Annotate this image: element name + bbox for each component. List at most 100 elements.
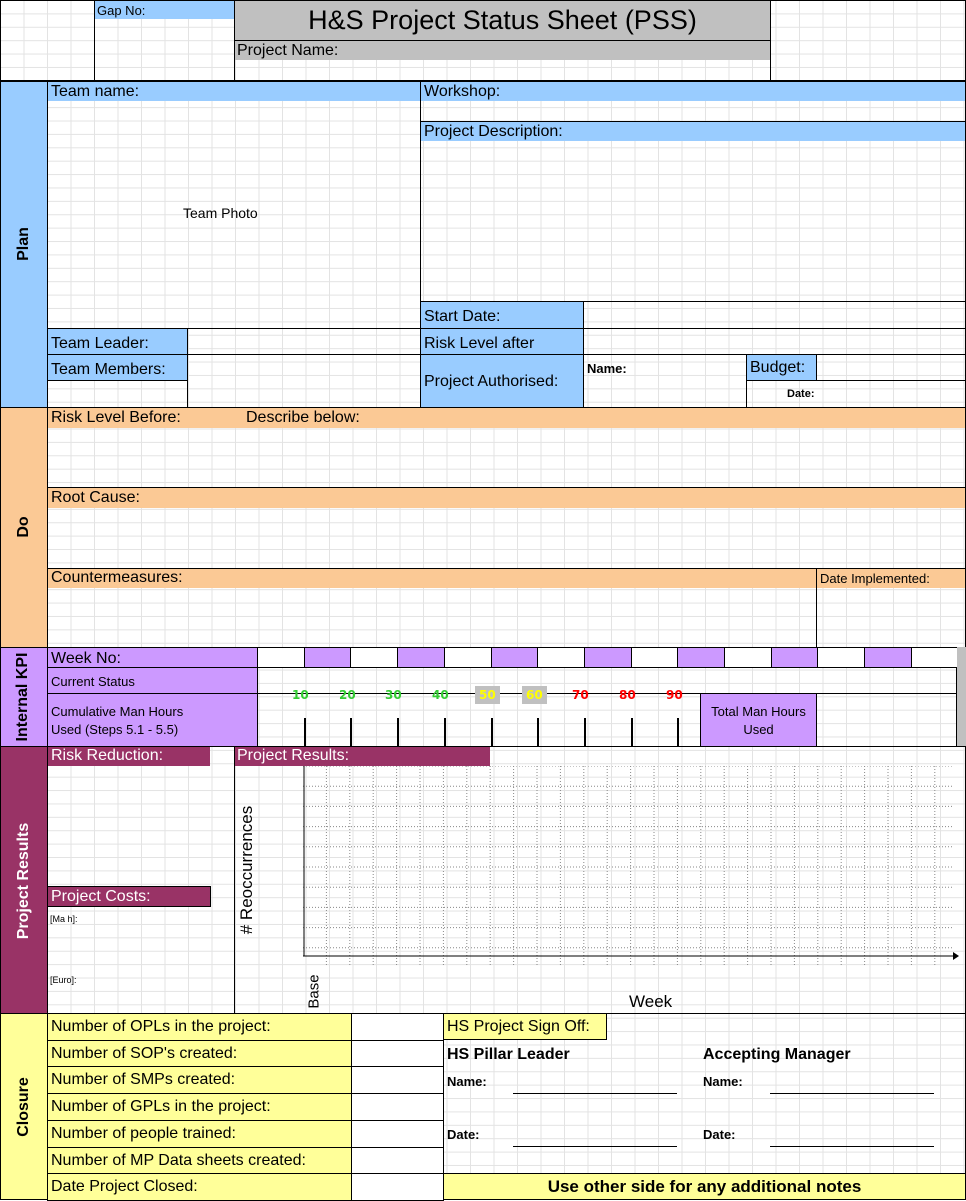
cumulative-label-line2: Used (Steps 5.1 - 5.5) bbox=[51, 722, 179, 737]
x-axis-arrow-icon bbox=[953, 952, 959, 960]
gap-no-label: Gap No: bbox=[97, 3, 146, 18]
progress-marker-tick bbox=[397, 718, 399, 746]
sign-off-label-box bbox=[443, 1013, 607, 1040]
closure-row-value-field[interactable] bbox=[351, 1066, 444, 1094]
total-man-hours-line2: Used bbox=[743, 722, 774, 737]
progress-marker: 10 bbox=[292, 688, 309, 702]
closure-row-label-box bbox=[47, 1066, 352, 1094]
progress-marker: 40 bbox=[432, 688, 449, 702]
describe-below-label: Describe below: bbox=[246, 409, 360, 426]
pillar-leader-label: HS Pillar Leader bbox=[447, 1046, 570, 1063]
project-results-label-fill bbox=[235, 747, 490, 766]
kpi-section-label: Internal KPI bbox=[14, 652, 31, 742]
results-section-band bbox=[0, 746, 48, 1014]
progress-marker-tick bbox=[444, 718, 446, 746]
pillar-leader-name-line[interactable] bbox=[513, 1093, 677, 1094]
progress-marker-tick bbox=[491, 718, 493, 746]
week-no-cell[interactable] bbox=[444, 647, 492, 668]
team-leader-field[interactable] bbox=[187, 328, 421, 355]
closure-row-label: Number of people trained: bbox=[51, 1125, 236, 1142]
risk-reduction-area[interactable] bbox=[47, 746, 235, 1014]
closure-row-value-field[interactable] bbox=[351, 1013, 444, 1041]
closure-row-value-field[interactable] bbox=[351, 1093, 444, 1121]
week-no-cell[interactable] bbox=[677, 647, 725, 668]
total-man-hours-label-box bbox=[700, 693, 817, 747]
closure-row-label-box bbox=[47, 1147, 352, 1175]
gap-no-label-fill bbox=[95, 1, 234, 19]
project-name-label-fill bbox=[235, 41, 770, 60]
authorised-date-label: Date: bbox=[787, 388, 815, 400]
project-name-label: Project Name: bbox=[237, 42, 339, 59]
risk-level-before-label-fill bbox=[48, 408, 965, 428]
kpi-scroll-strip bbox=[957, 647, 966, 747]
week-no-cell[interactable] bbox=[304, 647, 352, 668]
countermeasures-label-fill bbox=[48, 569, 816, 588]
closure-row-value-field[interactable] bbox=[351, 1120, 444, 1148]
page-title: H&S Project Status Sheet (PSS) bbox=[308, 5, 697, 35]
kpi-section-band: Internal KPI bbox=[0, 647, 48, 747]
date-implemented-label-fill bbox=[817, 569, 965, 588]
y-axis-label: # Reoccurrences bbox=[237, 805, 256, 935]
progress-marker: 50 bbox=[475, 686, 500, 704]
pillar-leader-date-line[interactable] bbox=[513, 1146, 677, 1147]
week-cells-row bbox=[257, 647, 959, 668]
accepting-manager-name-label: Name: bbox=[703, 1074, 743, 1089]
x-axis-label: Week bbox=[629, 992, 673, 1011]
budget-field[interactable] bbox=[816, 354, 966, 381]
closure-row-value-field[interactable] bbox=[351, 1173, 444, 1201]
project-authorised-label: Project Authorised: bbox=[424, 373, 559, 390]
date-implemented-label: Date Implemented: bbox=[820, 571, 930, 586]
week-no-cell[interactable] bbox=[724, 647, 772, 668]
progress-marker-tick bbox=[304, 718, 306, 746]
team-photo-placeholder: Team Photo bbox=[183, 205, 258, 221]
countermeasures-label: Countermeasures: bbox=[51, 569, 183, 586]
week-no-cell[interactable] bbox=[491, 647, 539, 668]
week-no-cell[interactable] bbox=[257, 647, 305, 668]
do-section-label: Do bbox=[15, 516, 32, 538]
closure-row-value-field[interactable] bbox=[351, 1040, 444, 1068]
week-no-cell[interactable] bbox=[397, 647, 445, 668]
pillar-leader-date-label: Date: bbox=[447, 1127, 480, 1142]
current-status-track[interactable] bbox=[257, 667, 957, 694]
risk-level-after-field[interactable] bbox=[583, 328, 966, 355]
week-no-cell[interactable] bbox=[771, 647, 819, 668]
authorised-date-field[interactable] bbox=[746, 380, 966, 408]
closure-row-label-box bbox=[47, 1173, 352, 1201]
closure-row-label: Date Project Closed: bbox=[51, 1178, 198, 1195]
risk-reduction-label: Risk Reduction: bbox=[51, 747, 164, 764]
closure-row-value-field[interactable] bbox=[351, 1147, 444, 1175]
closure-section-label: Closure bbox=[15, 1077, 32, 1137]
start-date-field[interactable] bbox=[583, 301, 966, 329]
project-results-label: Project Results: bbox=[237, 747, 350, 764]
root-cause-label: Root Cause: bbox=[51, 489, 140, 506]
cumulative-label-line1: Cumulative Man Hours bbox=[51, 704, 184, 719]
project-costs-label-box bbox=[47, 886, 211, 907]
team-members-label-box bbox=[47, 354, 188, 381]
total-man-hours-line1: Total Man Hours bbox=[711, 704, 806, 719]
do-section-band bbox=[0, 407, 48, 648]
week-no-cell[interactable] bbox=[911, 647, 959, 668]
results-section-label: Project Results bbox=[15, 822, 32, 940]
accepting-manager-name-line[interactable] bbox=[770, 1093, 934, 1094]
project-name-field[interactable] bbox=[234, 40, 771, 81]
week-no-cell[interactable] bbox=[584, 647, 632, 668]
week-no-cell[interactable] bbox=[537, 647, 585, 668]
risk-level-after-label: Risk Level after bbox=[424, 335, 535, 352]
total-man-hours-field[interactable] bbox=[816, 693, 957, 747]
accepting-manager-date-line[interactable] bbox=[770, 1146, 934, 1147]
project-costs-label: Project Costs: bbox=[51, 888, 151, 905]
team-members-label: Team Members: bbox=[51, 361, 166, 378]
week-no-cell[interactable] bbox=[631, 647, 679, 668]
root-cause-label-fill bbox=[48, 488, 965, 508]
progress-marker-tick bbox=[537, 718, 539, 746]
week-no-cell[interactable] bbox=[817, 647, 865, 668]
week-no-cell[interactable] bbox=[864, 647, 912, 668]
project-description-box[interactable] bbox=[420, 121, 966, 302]
team-name-label: Team name: bbox=[51, 83, 140, 100]
progress-marker: 20 bbox=[339, 688, 356, 702]
week-no-cell[interactable] bbox=[350, 647, 398, 668]
accepting-manager-label: Accepting Manager bbox=[703, 1046, 851, 1063]
team-name-label-fill bbox=[48, 82, 420, 101]
team-members-field[interactable] bbox=[187, 354, 421, 408]
